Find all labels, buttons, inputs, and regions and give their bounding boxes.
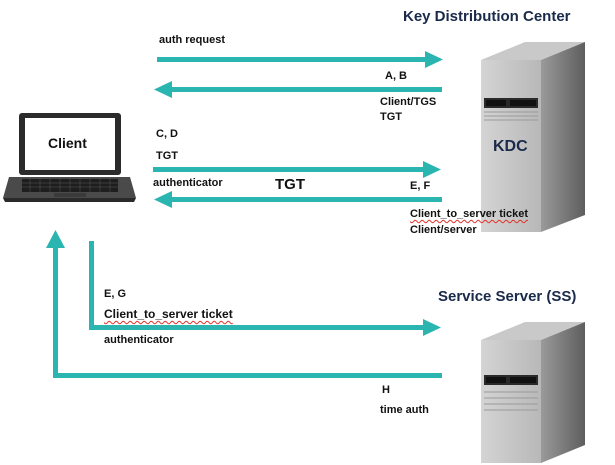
- service-server-heading: Service Server (SS): [438, 288, 577, 305]
- label-client-server: Client/server: [410, 224, 477, 236]
- arrow-h-head: [46, 230, 65, 248]
- label-h: H: [382, 384, 390, 396]
- label-tgt-big: TGT: [275, 176, 305, 193]
- label-authenticator-2: authenticator: [104, 334, 174, 346]
- label-auth-request: auth request: [159, 34, 226, 46]
- label-tgt-1: TGT: [380, 111, 402, 123]
- label-cd: C, D: [156, 128, 178, 140]
- client-label: Client: [48, 135, 87, 151]
- label-tgt-2: TGT: [156, 150, 178, 162]
- arrow-h-vertical: [53, 246, 58, 378]
- arrow-cd-head: [423, 161, 441, 178]
- service-server: [481, 322, 585, 463]
- arrow-ab-head: [154, 81, 172, 98]
- label-eg: E, G: [104, 288, 127, 300]
- kdc-label: KDC: [493, 138, 528, 155]
- arrow-ab: [170, 87, 442, 92]
- label-authenticator-1: authenticator: [153, 177, 223, 189]
- arrow-eg: [89, 325, 425, 330]
- label-cts-ticket-2: Client_to_server ticket: [104, 307, 233, 321]
- label-client-tgs: Client/TGS: [380, 96, 437, 108]
- arrow-auth-request-head: [425, 51, 443, 68]
- arrow-ef: [170, 197, 442, 202]
- arrow-ef-head: [154, 191, 172, 208]
- kdc-server: [481, 42, 585, 232]
- arrow-eg-head: [423, 319, 441, 336]
- label-time-auth: time auth: [380, 404, 429, 416]
- label-ef: E, F: [410, 180, 431, 192]
- label-ab: A, B: [385, 70, 407, 82]
- arrow-auth-request: [157, 57, 427, 62]
- arrow-cd: [153, 167, 425, 172]
- arrow-h: [53, 373, 442, 378]
- arrows: [46, 51, 443, 378]
- client-laptop: [3, 113, 136, 202]
- label-cts-ticket-1: Client_to_server ticket: [410, 208, 528, 220]
- kdc-center-heading: Key Distribution Center: [403, 8, 571, 25]
- arrow-eg-vertical: [89, 241, 94, 330]
